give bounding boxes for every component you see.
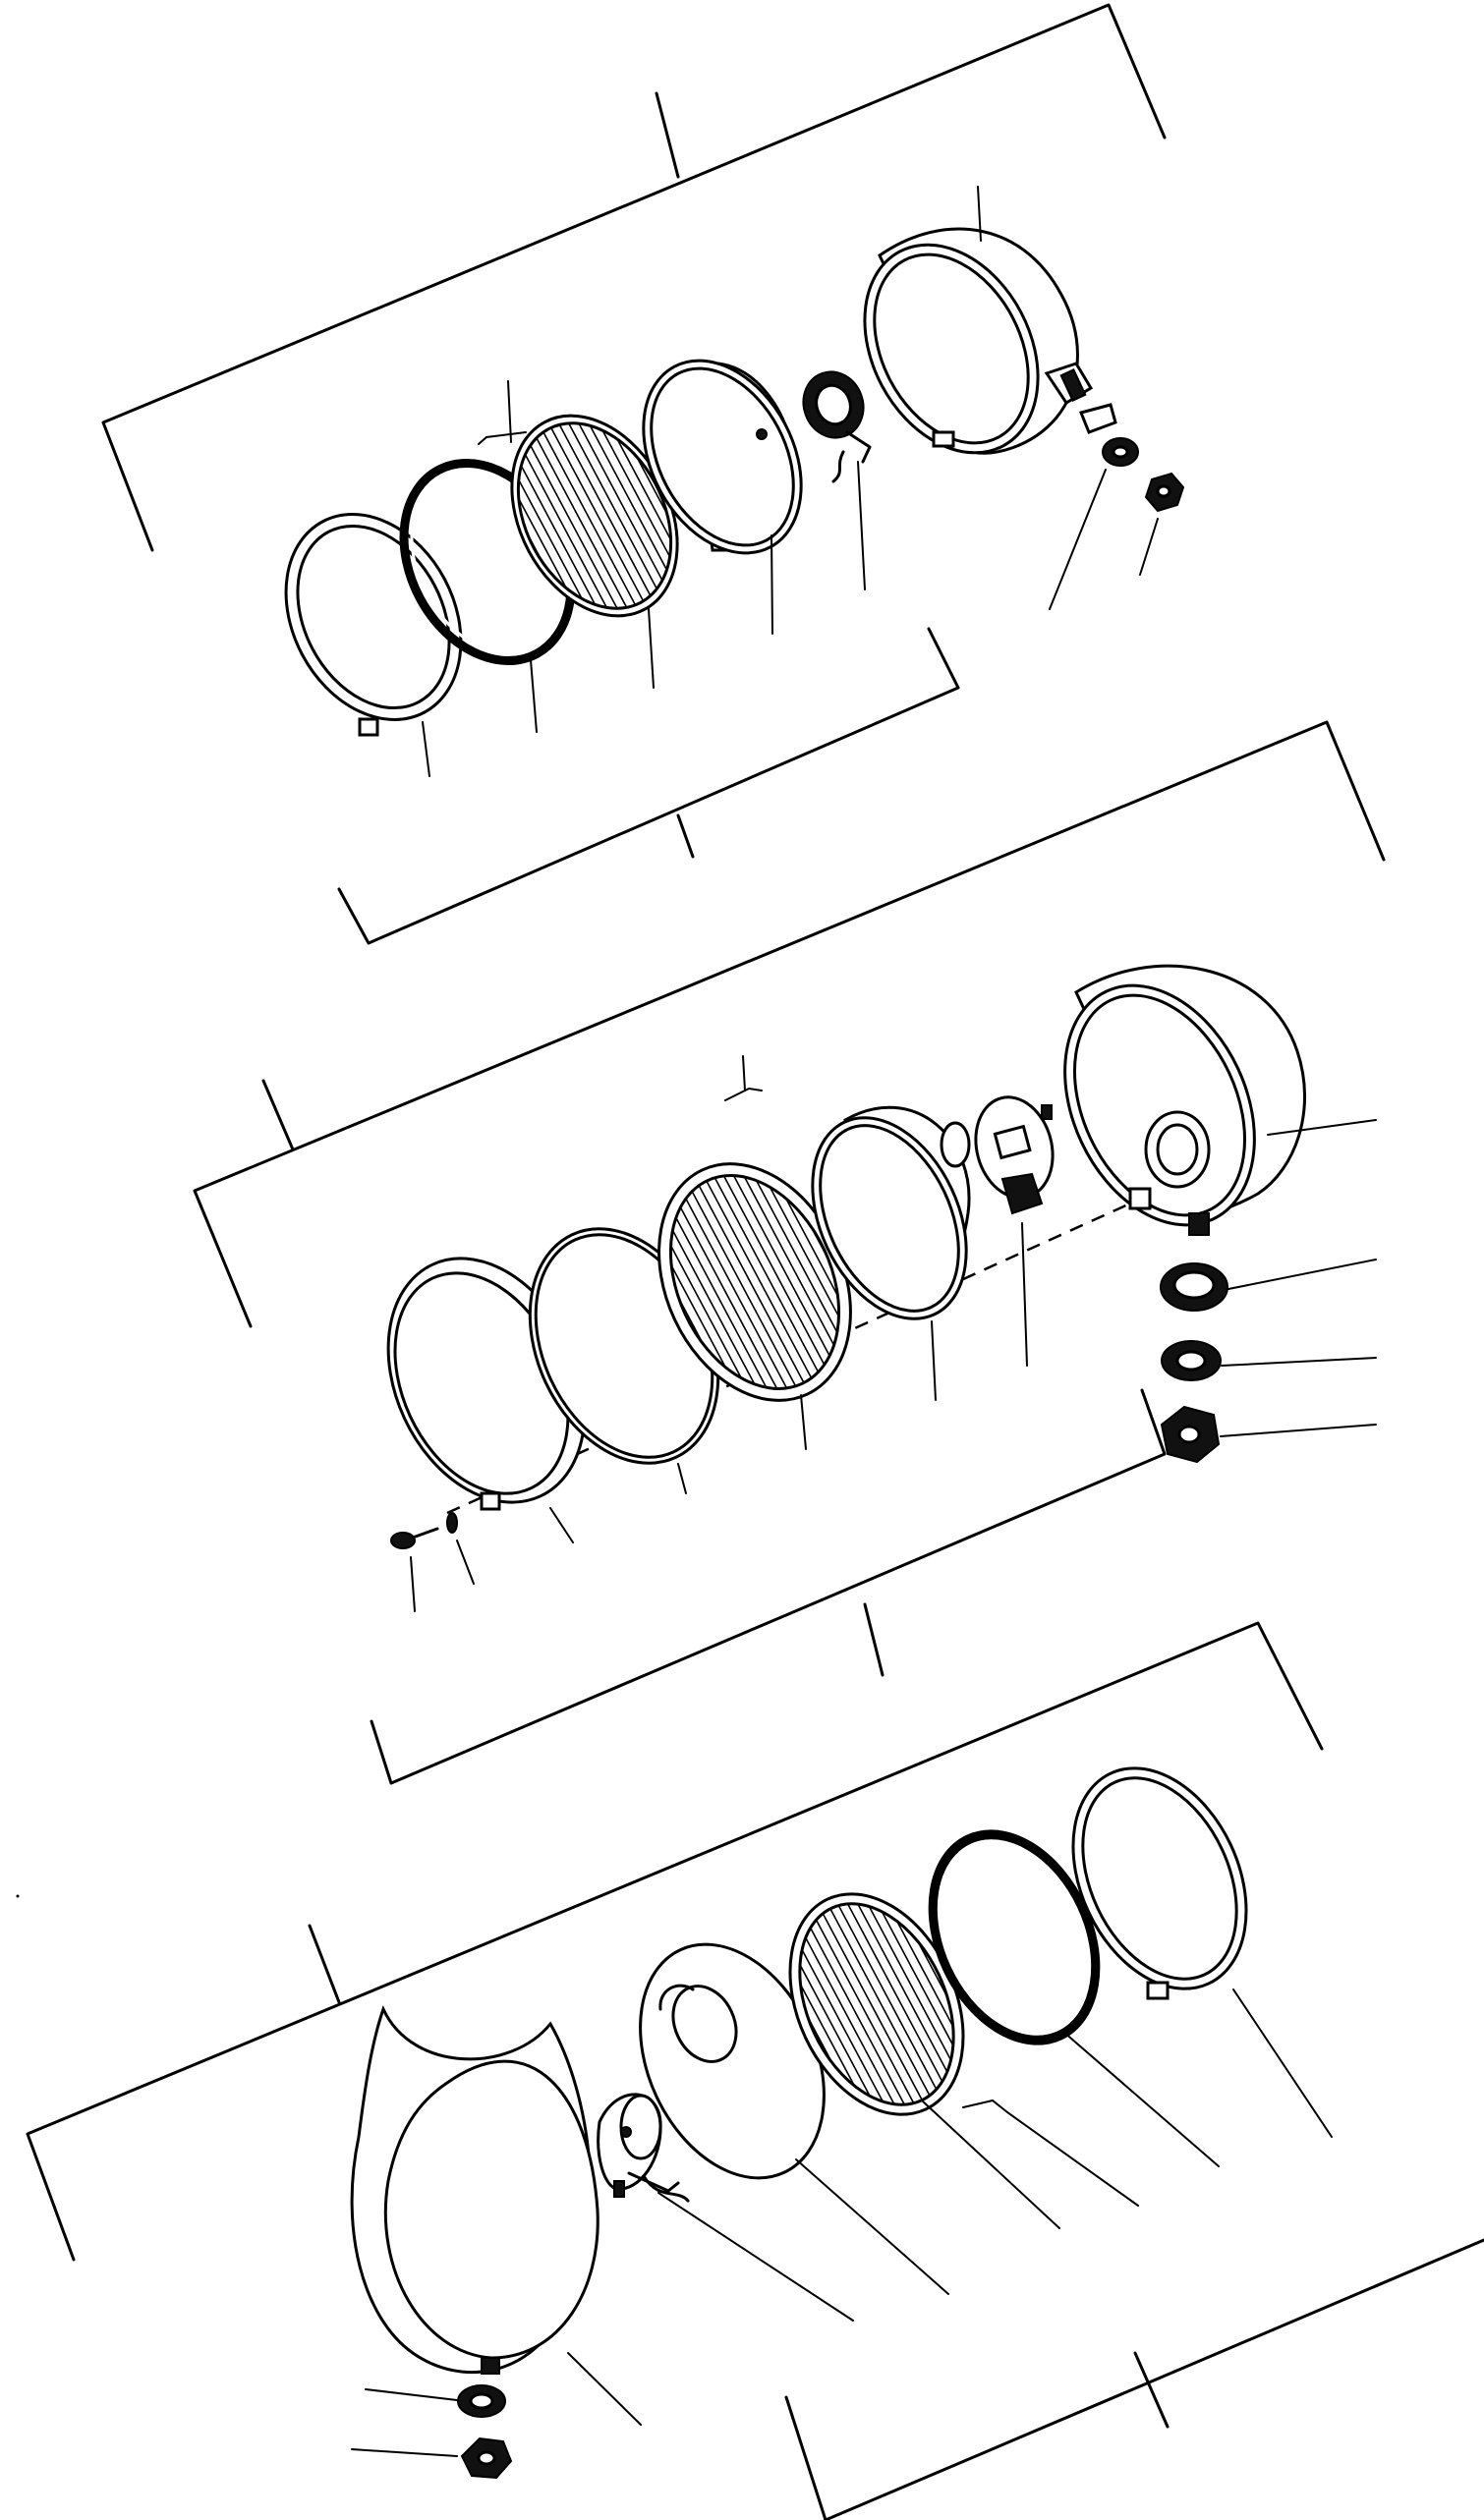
middle-lens-top-leader-stem: [742, 1055, 746, 1092]
lower-nut: [460, 2436, 513, 2480]
upper-rim: [284, 513, 463, 737]
middle-nut-leader: [1220, 1424, 1377, 1437]
middle-screw: [390, 1527, 439, 1549]
upper-housing-leader: [977, 186, 982, 242]
upper-group-bracket-bottom: [337, 627, 960, 945]
middle-bulb-socket: [974, 1095, 1055, 1215]
middle-screw-leader: [410, 1556, 416, 1612]
lower-nut-leader: [351, 2448, 458, 2457]
upper-nut: [1144, 472, 1185, 513]
middle-headlamp-assembly: [193, 720, 1386, 1785]
lower-lens-leader: [921, 2100, 1060, 2229]
lens-hatch-line: [513, 414, 635, 636]
lower-lens-top-leader: [962, 2099, 1139, 2207]
upper-washer-leader: [1049, 469, 1107, 610]
upper-washer: [1102, 437, 1139, 467]
middle-reflector: [811, 1105, 971, 1320]
middle-bushing-leader: [1227, 1259, 1377, 1290]
lens-hatch-line: [815, 1880, 945, 2125]
registration-dot: [16, 1894, 20, 1898]
middle-housing-leader: [1267, 1119, 1377, 1136]
lens-hatch-line: [689, 1148, 829, 1411]
upper-group-bracket-top: [101, 3, 1167, 552]
lower-rim: [1071, 1766, 1248, 2000]
middle-group-bracket-bottom: [370, 1388, 1167, 1785]
lower-reflector-leader: [795, 2158, 949, 2295]
middle-bulb-socket-leader: [1021, 1222, 1028, 1367]
middle-housing: [1063, 964, 1306, 1236]
lens-hatch-line: [829, 1878, 961, 2116]
lower-housing: [350, 2004, 599, 2375]
lower-bulb-socket-leader: [657, 2192, 854, 2322]
upper-reflector: [642, 359, 803, 555]
lower-gasket-leader: [1062, 2031, 1220, 2167]
lens-hatch-line: [559, 396, 682, 616]
lower-housing-leader: [567, 2352, 642, 2426]
lower-washer: [457, 2384, 506, 2418]
lower-headlamp-assembly: [26, 1621, 1484, 2520]
lens-hatch-line: [543, 397, 666, 624]
middle-lock-washer-leader: [456, 1540, 475, 1585]
lens-hatch-line: [713, 1148, 853, 1398]
upper-bulb-socket-leader: [857, 461, 866, 590]
middle-reflector-leader: [931, 1320, 937, 1401]
lens-hatch-line: [657, 1165, 798, 1417]
middle-nut: [1160, 1405, 1221, 1464]
lens-hatch-line: [665, 1161, 806, 1417]
lower-group-bracket-bottom: [784, 2238, 1484, 2520]
upper-bulb-socket: [802, 370, 872, 483]
middle-gasket-leader: [677, 1463, 687, 1494]
upper-lens-leader: [648, 608, 655, 689]
middle-washer: [1161, 1340, 1222, 1381]
lens-hatch-line: [673, 1157, 814, 1417]
lens-hatch-line: [807, 1884, 939, 2129]
lower-reflector: [639, 1942, 826, 2180]
middle-lock-washer: [446, 1512, 458, 1534]
upper-reflector-leader: [771, 534, 773, 635]
upper-nut-leader: [1139, 518, 1159, 576]
upper-lens-top-leader: [478, 431, 527, 445]
lens-hatch-line: [697, 1148, 837, 1407]
lens-hatch-line: [705, 1148, 845, 1403]
lens-hatch-line: [681, 1153, 822, 1415]
lower-rim-leader: [1232, 1988, 1333, 2138]
lens-hatch-line: [799, 1888, 931, 2130]
middle-washer-leader: [1221, 1357, 1377, 1367]
lens-hatch-line: [791, 1892, 923, 2130]
middle-rim-leader: [549, 1507, 574, 1543]
middle-lens-leader: [800, 1394, 807, 1450]
lens-hatch-line: [551, 396, 674, 620]
lower-bulb-socket: [597, 2093, 690, 2203]
middle-lens-top-leader: [724, 1087, 763, 1101]
upper-rim-leader: [422, 721, 430, 777]
middle-group-bracket-top: [193, 720, 1386, 1328]
lens-hatch-line: [528, 405, 651, 632]
lower-washer-leader: [365, 2388, 458, 2401]
upper-headlamp-assembly: [101, 3, 1185, 945]
upper-housing: [863, 227, 1117, 455]
middle-bushing: [1160, 1262, 1228, 1312]
lower-group-bracket-top: [26, 1621, 1324, 2262]
upper-gasket-leader: [530, 659, 538, 733]
upper-lens-top-leader-stem: [507, 380, 512, 443]
lens-hatch-line: [536, 401, 658, 628]
lens-hatch-line: [823, 1878, 953, 2120]
lower-gasket: [928, 1829, 1101, 2045]
lens-hatch-line: [521, 409, 643, 636]
